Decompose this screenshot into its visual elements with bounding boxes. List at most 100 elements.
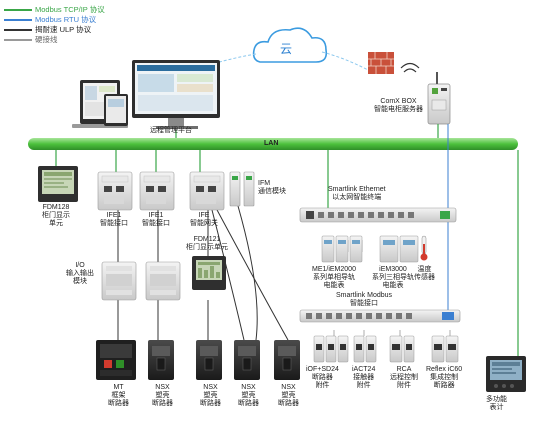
fdm128-label-line3: 单元	[49, 220, 63, 227]
io-module-b	[145, 261, 181, 301]
comx-label-line1: ComX BOX	[380, 98, 417, 105]
rca-accessories	[389, 335, 415, 363]
legend-label-hardwire: 硬接线	[35, 35, 58, 44]
reflex-label: Reflex iC60 集成控制 断路器	[426, 366, 462, 390]
rca-label-line1: RCA	[396, 366, 412, 373]
nsx3-label: NSX 塑壳 断路器	[238, 384, 259, 408]
iem3000-label-line2: 系列三相导轨	[372, 274, 414, 281]
fdm128-label-line2: 柜门显示	[42, 212, 70, 219]
ife1-b-label: IFE1 智能接口	[142, 212, 170, 228]
nsx4-label: NSX 塑壳 断路器	[278, 384, 299, 408]
legend-item-hardwire: 硬接线	[4, 35, 58, 44]
cloud-icon	[252, 27, 328, 63]
iem3000-meters	[379, 235, 419, 263]
ifm-modules	[229, 171, 255, 207]
me1-label: ME1/iEM2000 系列单相导轨 电能表	[312, 266, 356, 290]
smartlink-modbus-label: Smartlink Modbus 智能接口	[336, 292, 392, 308]
rca-label-line2: 远程控制	[390, 374, 418, 381]
mt-frame-breaker	[96, 340, 136, 380]
ife1-a-label-line2: 智能接口	[100, 220, 128, 227]
temp-label-line2: 传感器	[414, 274, 435, 281]
nsx-breaker-3	[234, 340, 260, 380]
legend-item-ulp: 揭耐速 ULP 协议	[4, 25, 91, 34]
firewall-icon	[368, 52, 394, 74]
me1-label-line1: ME1/iEM2000	[312, 266, 356, 273]
mt-label-line1: MT	[113, 384, 124, 391]
platform-label: 远程管理平台	[150, 127, 192, 134]
temp-label: 温度 传感器	[414, 266, 435, 282]
nsx2-label-line1: NSX	[203, 384, 218, 391]
smartlink-modbus-rail	[299, 309, 461, 323]
nsx2-label-line2: 塑壳	[203, 392, 218, 399]
smartlink-ethernet-label-line1: Smartlink Ethernet	[328, 186, 386, 193]
iact-label: iACT24 接触器 附件	[352, 366, 375, 390]
nsx3-label-line1: NSX	[241, 384, 256, 391]
ifm-label: IFM 通信模块	[258, 180, 286, 196]
nsx-breaker-1	[148, 340, 174, 380]
ife-label-line2: 智能网关	[190, 220, 218, 227]
nsx1-label-line2: 塑壳	[155, 392, 170, 399]
me1-iem2000-meters	[321, 235, 363, 263]
iof-label-line3: 附件	[315, 382, 330, 389]
ifm-label-line2: 通信模块	[258, 188, 286, 195]
nsx4-label-line3: 断路器	[278, 400, 299, 407]
reflex-label-line1: Reflex iC60	[426, 366, 463, 373]
iact24-accessories	[353, 335, 377, 363]
me1-label-line2: 系列单相导轨	[312, 274, 355, 281]
lan-bus	[28, 138, 518, 150]
legend-line-hardwire	[4, 38, 32, 41]
smartlink-modbus-label-line1: Smartlink Modbus	[336, 292, 393, 299]
io-label-line1: I/O	[75, 262, 85, 269]
lan-label: LAN	[264, 140, 279, 147]
meter-label-line1: 多功能	[486, 396, 507, 403]
ulp-connections	[117, 205, 289, 341]
iof-sd24-accessories	[313, 335, 349, 363]
mt-label-line2: 框架	[111, 392, 126, 399]
nsx2-label: NSX 塑壳 断路器	[200, 384, 221, 408]
fdm121-label: FDM121 柜门显示单元	[186, 236, 228, 252]
legend-line-rtu	[4, 18, 32, 21]
fdm128-display	[38, 166, 78, 202]
ife-label-line1: IFE	[198, 212, 210, 219]
iact-label-line3: 附件	[356, 382, 371, 389]
nsx2-label-line3: 断路器	[200, 400, 221, 407]
iof-label-line2: 断路器	[311, 374, 333, 381]
mt-label-line3: 断路器	[108, 400, 129, 407]
ife1-a-label: IFE1 智能接口	[100, 212, 128, 228]
ifm-label-line1: IFM	[258, 180, 271, 187]
nsx4-label-line1: NSX	[281, 384, 296, 391]
io-label-line3: 模块	[73, 278, 87, 285]
multifunction-meter	[486, 356, 526, 392]
legend-label-ulp: 揭耐速 ULP 协议	[35, 25, 92, 34]
io-module-a	[101, 261, 137, 301]
iem3000-label-line3: 电能表	[382, 282, 404, 289]
rca-label-line3: 附件	[397, 382, 411, 389]
fdm128-label-line1: FDM128	[42, 204, 70, 211]
remote-platform-monitors	[72, 60, 220, 129]
legend-label-tcp: Modbus TCP/IP 协议	[35, 5, 105, 14]
reflex-label-line3: 断路器	[433, 382, 455, 389]
iof-label: iOF+SD24 断路器 附件	[306, 366, 339, 390]
nsx1-label-line1: NSX	[155, 384, 170, 391]
fdm121-label-line1: FDM121	[193, 236, 221, 243]
meter-label-line2: 表计	[489, 404, 504, 411]
reflex-label-line2: 集成控制	[430, 374, 459, 381]
ife1-b-label-line2: 智能接口	[142, 220, 170, 227]
legend-item-rtu: Modbus RTU 协议	[4, 15, 96, 24]
ife-gateway-module	[189, 171, 225, 211]
ife1-a-label-line1: IFE1	[106, 212, 122, 219]
nsx3-label-line3: 断路器	[238, 400, 259, 407]
rca-label: RCA 远程控制 附件	[390, 366, 418, 390]
iem3000-label: iEM3000 系列三相导轨 电能表	[372, 266, 414, 290]
nsx1-label: NSX 塑壳 断路器	[152, 384, 173, 408]
wifi-icon	[400, 62, 420, 73]
nsx1-label-line3: 断路器	[152, 400, 173, 407]
iem3000-label-line1: iEM3000	[379, 266, 407, 273]
fdm121-label-line2: 柜门显示单元	[186, 244, 228, 251]
fdm128-label: FDM128 柜门显示 单元	[42, 204, 70, 228]
comx-label: ComX BOX 智能电柜服务器	[374, 98, 423, 114]
legend-line-ulp	[4, 28, 32, 31]
iact-label-line1: iACT24	[352, 366, 376, 373]
cloud-label: 云	[280, 42, 293, 56]
